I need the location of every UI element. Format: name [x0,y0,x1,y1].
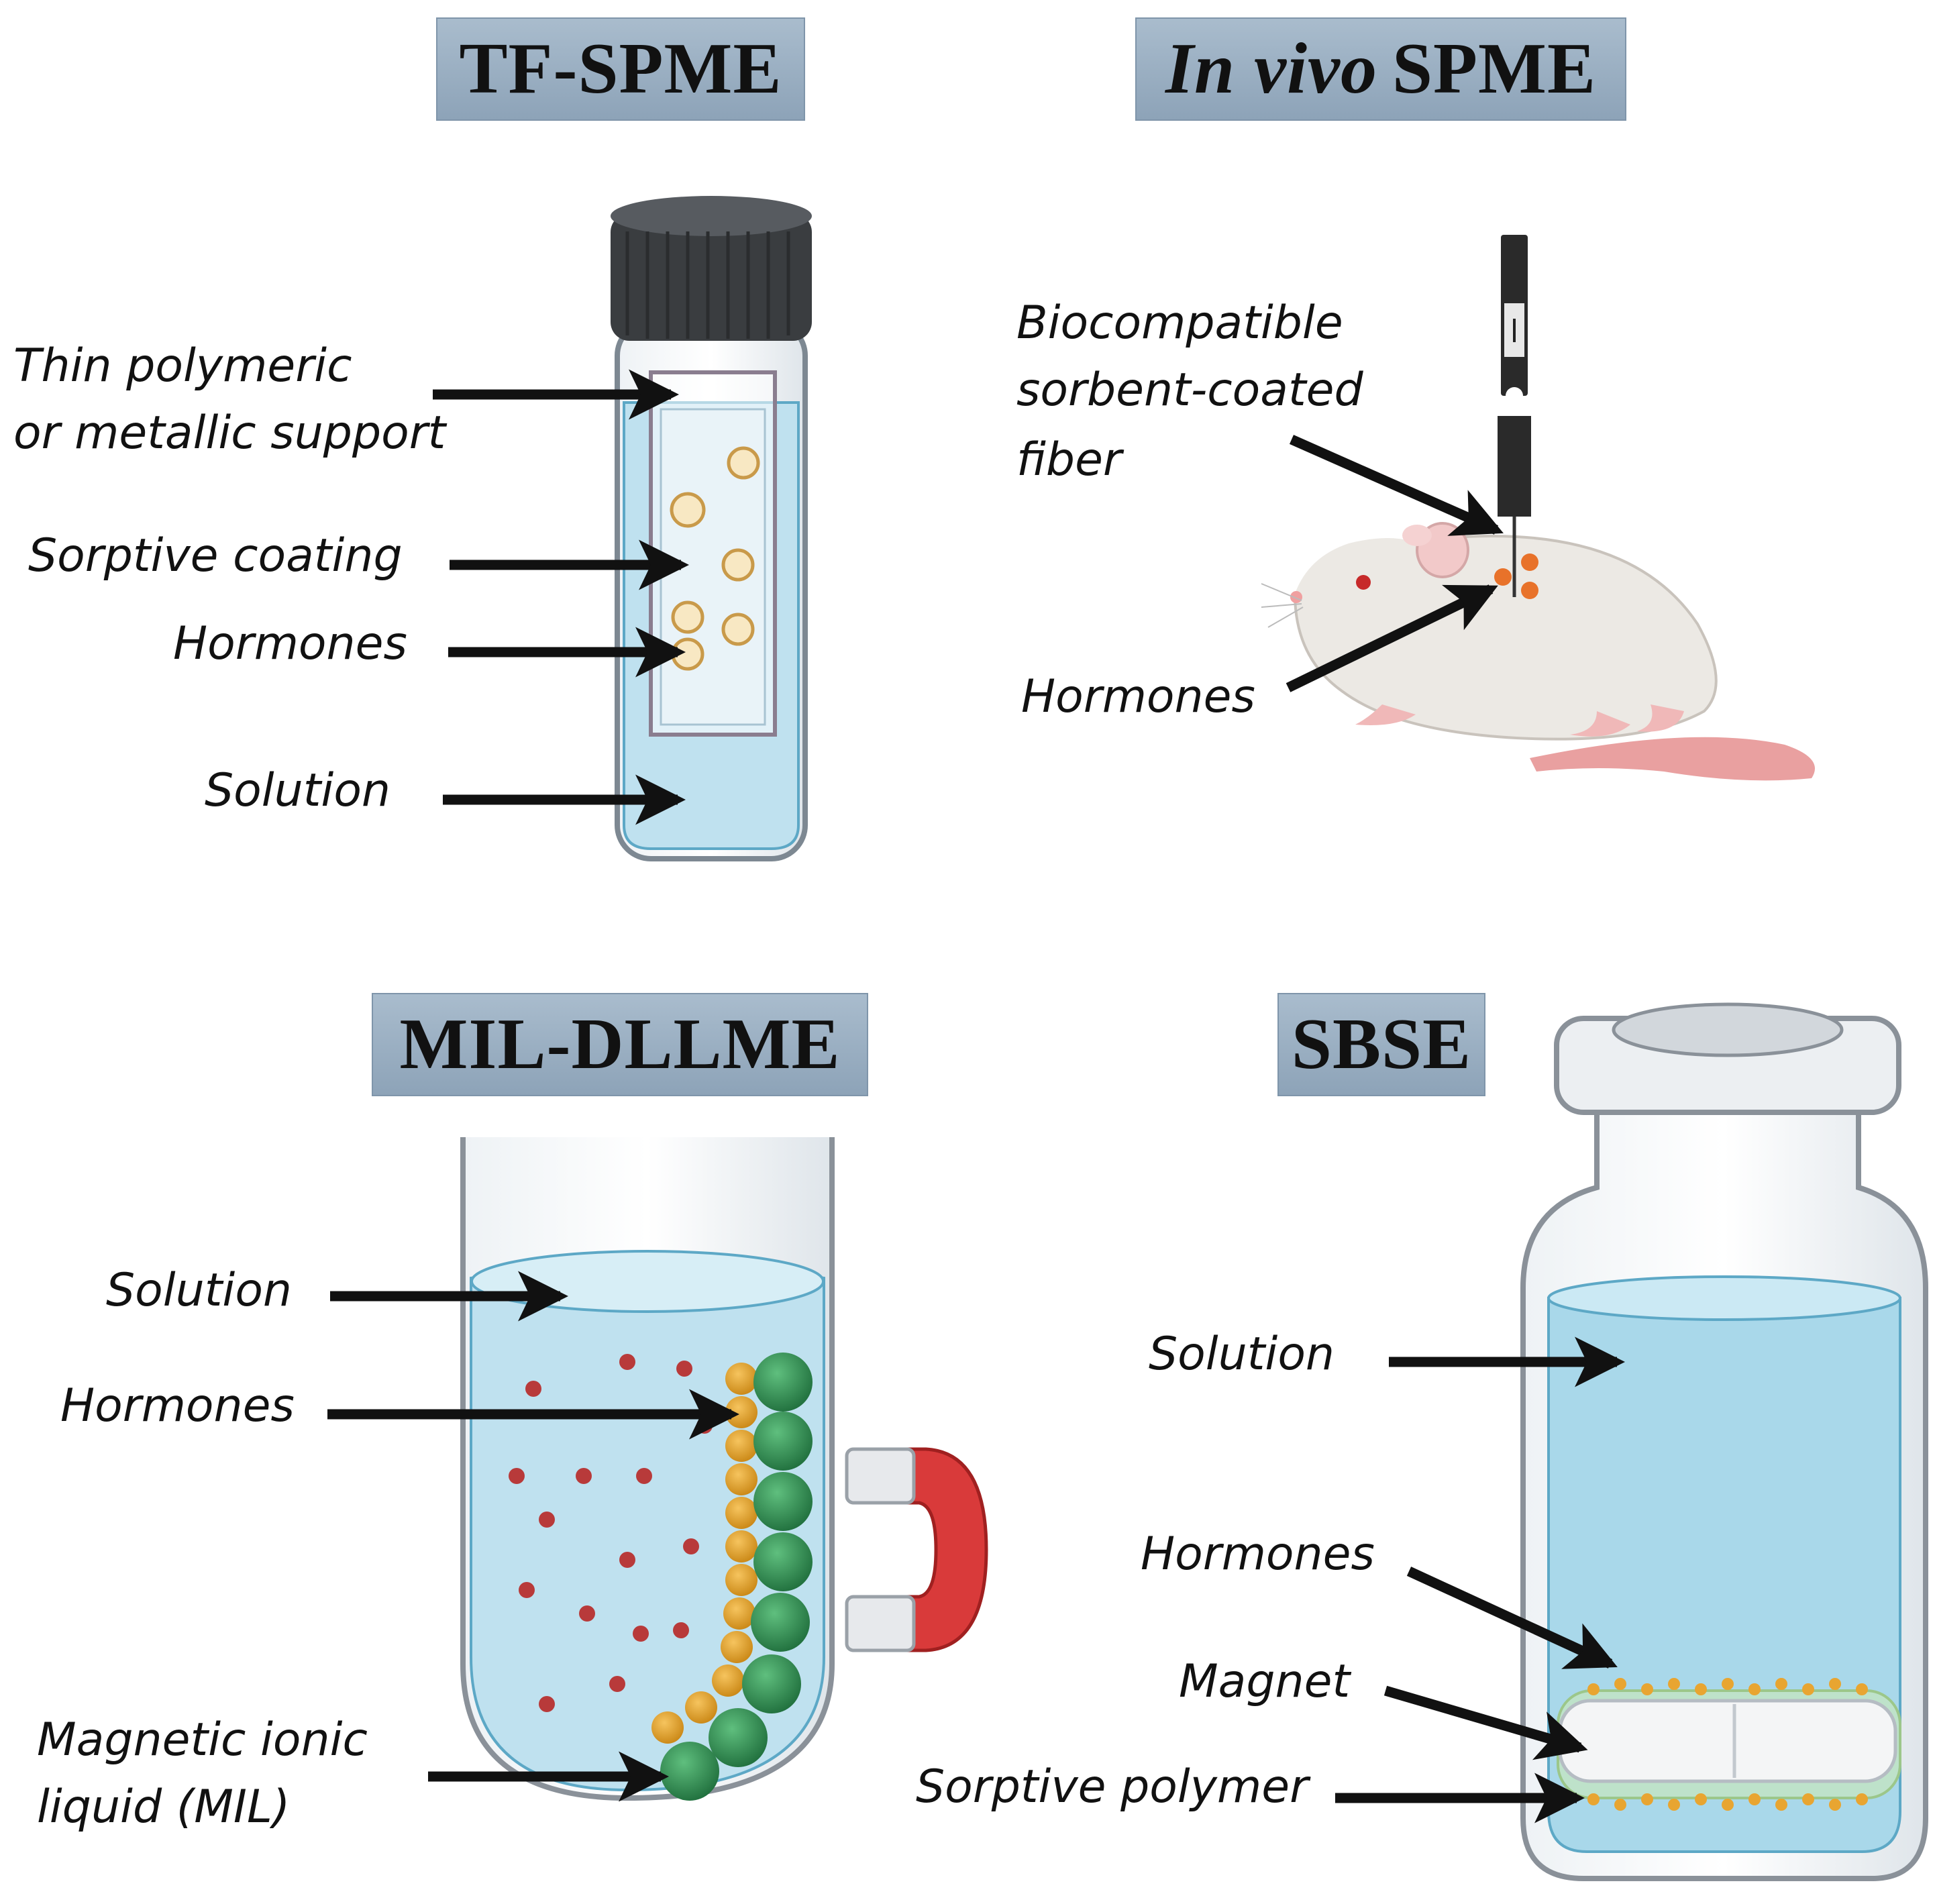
label-mil-line1: Magnetic ionic [37,1713,368,1766]
tf-spme-vial [611,196,812,861]
label-mil-line2: liquid (MIL) [37,1781,291,1834]
in-vivo-title-rest: SPME [1392,29,1596,109]
arrow-fiber [1289,435,1504,536]
label-hormones-sbse: Hormones [1141,1528,1375,1581]
mil-dllme-title: MIL-DLLME [372,993,868,1096]
tf-spme-title-text: TF-SPME [459,29,782,109]
label-magnet: Magnet [1179,1655,1351,1708]
horseshoe-magnet-icon [845,1447,988,1652]
label-hormones-mil: Hormones [60,1379,295,1432]
label-support-line2: or metallic support [13,407,446,460]
in-vivo-title-italic: In vivo [1165,29,1377,109]
in-vivo-spme-title: In vivo SPME [1135,17,1626,121]
label-sorptive-coating: Sorptive coating [28,529,403,582]
sbse-title-text: SBSE [1291,1004,1472,1084]
tf-spme-title: TF-SPME [436,17,805,121]
label-support-line1: Thin polymeric [13,339,352,392]
mil-dllme-title-text: MIL-DLLME [399,1004,841,1084]
label-fiber-line3: fiber [1016,433,1122,486]
arrow-magnet [1383,1685,1588,1760]
label-hormones-mouse: Hormones [1021,670,1255,723]
label-sorptive-polymer: Sorptive polymer [916,1760,1309,1813]
label-fiber-line1: Biocompatible [1016,297,1343,350]
arrows [327,369,1626,1823]
sbse-title: SBSE [1277,993,1485,1096]
label-solution-tf: Solution [205,764,391,817]
arrow-hormones-sbse [1406,1567,1618,1669]
sbse-vial [1520,1002,1928,1881]
label-fiber-line2: sorbent-coated [1016,364,1363,417]
arrow-hormones-mouse [1286,584,1498,692]
mouse-with-fiber [1261,235,1815,781]
label-solution-sbse: Solution [1149,1328,1335,1381]
label-solution-mil: Solution [106,1264,293,1317]
mil-dllme-tube [460,1137,835,1801]
label-hormones-tf: Hormones [173,617,407,670]
